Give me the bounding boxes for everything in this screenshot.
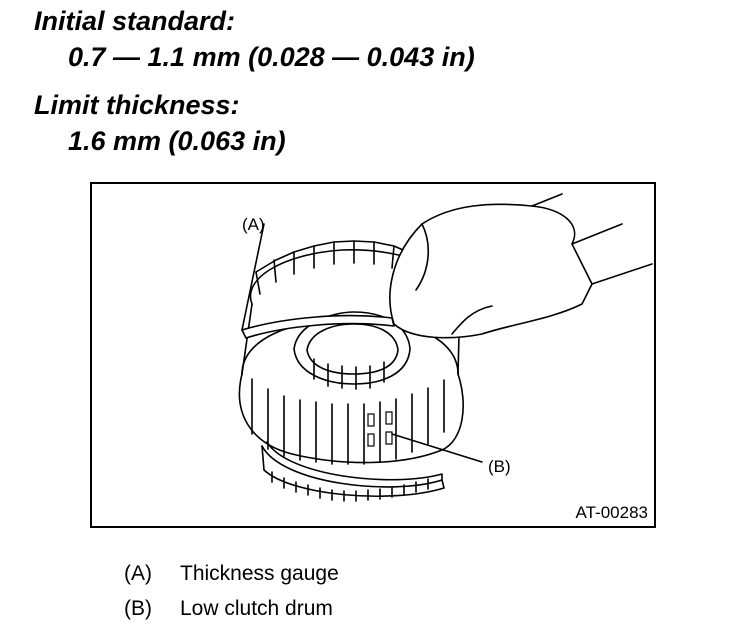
figure-code: AT-00283 (575, 503, 648, 522)
limit-thickness-value: 1.6 mm (0.063 in) (68, 126, 286, 156)
figure-frame: (A) (B) AT-00283 (90, 182, 656, 528)
legend-item: (B) Low clutch drum (124, 597, 524, 623)
hand-outline (389, 203, 593, 339)
gear-ring (261, 441, 443, 488)
legend-item: (A) Thickness gauge (124, 562, 524, 588)
initial-standard-heading: Initial standard: (34, 6, 236, 36)
callout-a-label: (A) (242, 215, 265, 234)
legend-key: (B) (124, 597, 152, 620)
legend-key: (A) (124, 562, 152, 585)
clutch-drum-illustration (238, 193, 653, 502)
initial-standard-value: 0.7 — 1.1 mm (0.028 — 0.043 in) (68, 42, 475, 72)
thickness-gauge-blade (241, 314, 395, 339)
legend-text: Low clutch drum (180, 597, 333, 620)
legend-text: Thickness gauge (180, 562, 339, 585)
limit-thickness-heading: Limit thickness: (34, 90, 240, 120)
callout-b-label: (B) (488, 457, 511, 476)
